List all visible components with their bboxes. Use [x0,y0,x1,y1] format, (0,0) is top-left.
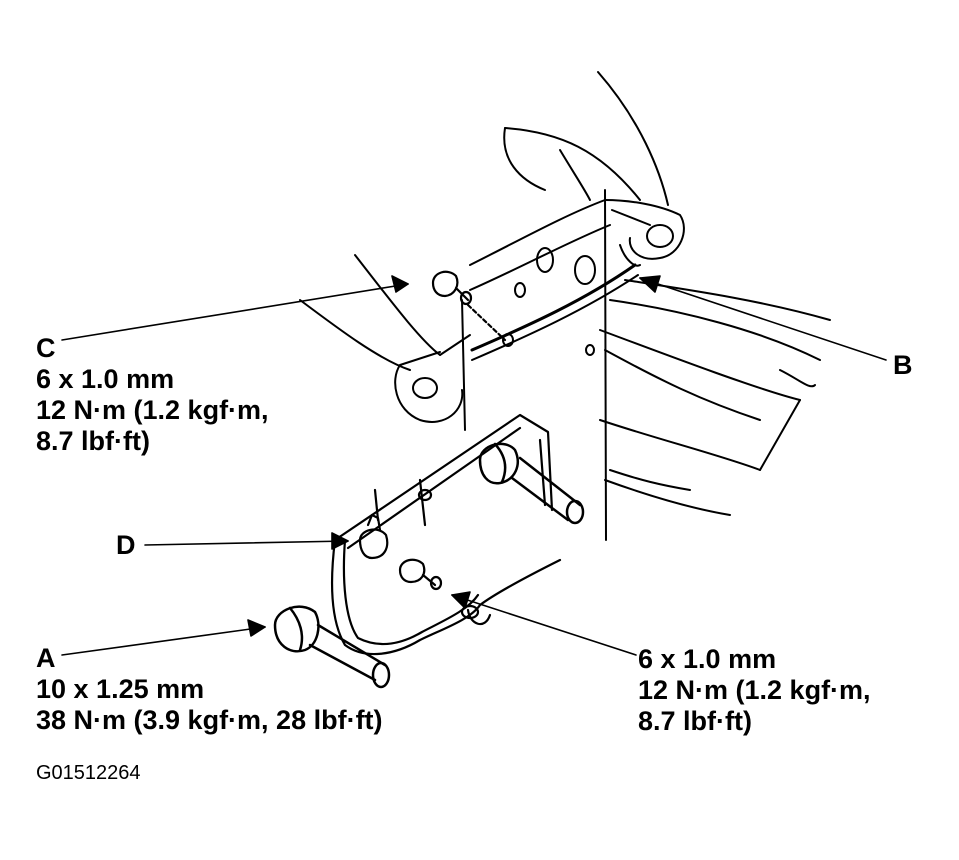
callout-c-torque-line1: 12 N·m (1.2 kgf·m, [36,395,269,425]
callout-small-bolt-size: 6 x 1.0 mm [638,644,777,674]
callout-b-letter: B [893,350,913,380]
figure-id: G01512264 [36,762,141,784]
callout-c: C 6 x 1.0 mm 12 N·m (1.2 kgf·m, 8.7 lbf·… [36,333,269,457]
callout-c-torque-line2: 8.7 lbf·ft) [36,426,150,456]
callout-a-torque: 38 N·m (3.9 kgf·m, 28 lbf·ft) [36,705,383,735]
mounting-bracket [330,413,562,656]
bolt-a [273,605,391,689]
leader-lines [61,275,887,656]
callout-d: D [116,530,136,561]
bolt-d [358,513,389,560]
bolt-upper [478,442,585,525]
callout-a: A 10 x 1.25 mm 38 N·m (3.9 kgf·m, 28 lbf… [36,643,383,736]
callout-b: B [893,350,913,381]
callout-a-letter: A [36,643,56,673]
bolt-small-right [398,558,443,591]
bolt-c [431,270,507,342]
callout-small-bolt-torque-line2: 8.7 lbf·ft) [638,706,752,736]
callout-c-size: 6 x 1.0 mm [36,364,175,394]
callout-d-letter: D [116,530,136,560]
callout-c-letter: C [36,333,56,363]
callout-small-bolt-torque-line1: 12 N·m (1.2 kgf·m, [638,675,871,705]
callout-small-bolt: 6 x 1.0 mm 12 N·m (1.2 kgf·m, 8.7 lbf·ft… [638,644,871,737]
engine-housing [299,71,831,541]
callout-a-size: 10 x 1.25 mm [36,674,205,704]
